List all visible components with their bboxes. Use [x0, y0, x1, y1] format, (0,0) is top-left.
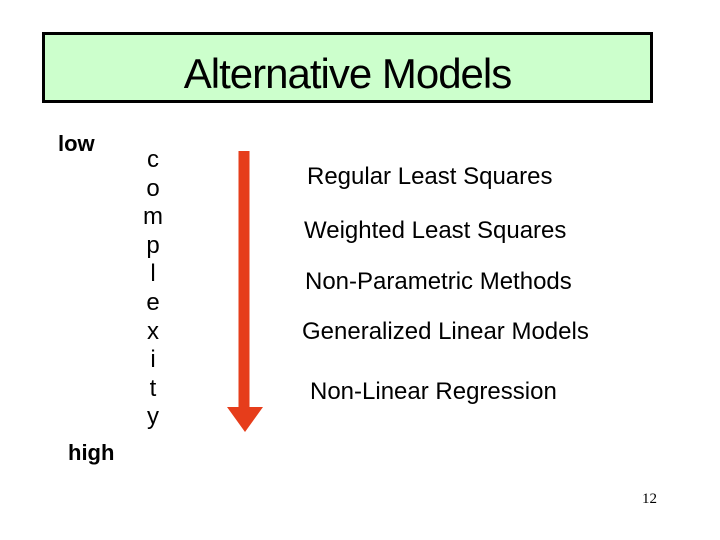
complexity-letter-8: t	[149, 374, 157, 402]
complexity-letter-7: i	[150, 346, 156, 374]
down-arrow-icon	[227, 151, 263, 432]
complexity-letter-5: e	[146, 288, 160, 316]
model-item-4: Non-Linear Regression	[310, 378, 557, 405]
axis-low-label: low	[58, 131, 95, 156]
complexity-letter-0: c	[147, 146, 159, 173]
axis-high-label: high	[68, 440, 115, 465]
down-arrow-shaft	[238, 151, 250, 409]
model-item-2: Non-Parametric Methods	[305, 268, 572, 295]
complexity-letter-2: m	[143, 203, 163, 231]
model-item-3: Generalized Linear Models	[302, 318, 589, 345]
model-item-1: Weighted Least Squares	[304, 217, 567, 244]
model-item-0: Regular Least Squares	[307, 163, 553, 190]
slide-title-box: Alternative Models	[42, 32, 653, 103]
complexity-letter-9: y	[147, 403, 159, 431]
down-arrow-head	[227, 407, 263, 432]
slide-page-number: 12	[642, 491, 657, 507]
complexity-letter-3: p	[146, 231, 160, 259]
complexity-letter-1: o	[146, 174, 160, 202]
slide-title: Alternative Models	[183, 50, 512, 97]
complexity-letter-4: l	[150, 260, 156, 288]
complexity-letter-6: x	[147, 317, 159, 345]
